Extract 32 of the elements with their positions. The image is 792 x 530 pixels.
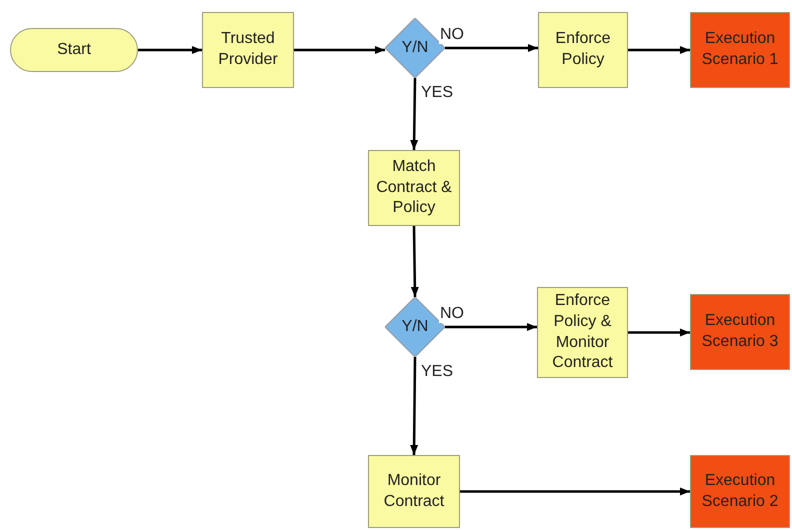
arrow	[460, 488, 690, 496]
node-label: Monitor Contract	[382, 470, 446, 512]
arrow	[445, 323, 537, 331]
process-box	[537, 287, 628, 378]
outcome-box	[690, 455, 790, 528]
arrow	[628, 46, 690, 54]
arrow	[628, 328, 690, 336]
node-label: Execution Scenario 3	[700, 311, 780, 352]
arrow	[294, 46, 385, 54]
node-label: Execution Scenario 2	[700, 470, 780, 512]
node-label: Match Contract & Policy	[375, 156, 453, 218]
arrow	[445, 44, 538, 52]
outcome-box	[690, 12, 790, 88]
edge-label: NO	[439, 305, 465, 323]
process-box	[538, 12, 628, 88]
arrow	[410, 78, 418, 150]
edge-label: NO	[439, 26, 465, 44]
process-box	[202, 12, 294, 88]
decision-label: Y/N	[402, 38, 428, 58]
arrow	[410, 356, 418, 456]
node-label: Enforce Policy	[554, 29, 612, 70]
arrow	[138, 46, 202, 54]
outcome-box	[690, 294, 790, 370]
node-label: Start	[57, 40, 91, 60]
node-label: Trusted Provider	[217, 29, 279, 70]
arrow	[410, 226, 419, 298]
node-label: Execution Scenario 1	[700, 29, 780, 70]
process-box	[368, 455, 460, 528]
decision-label: Y/N	[402, 316, 428, 337]
process-box	[368, 150, 460, 226]
node-label: Enforce Policy & Monitor Contract	[551, 290, 614, 374]
start-terminal	[10, 28, 138, 72]
